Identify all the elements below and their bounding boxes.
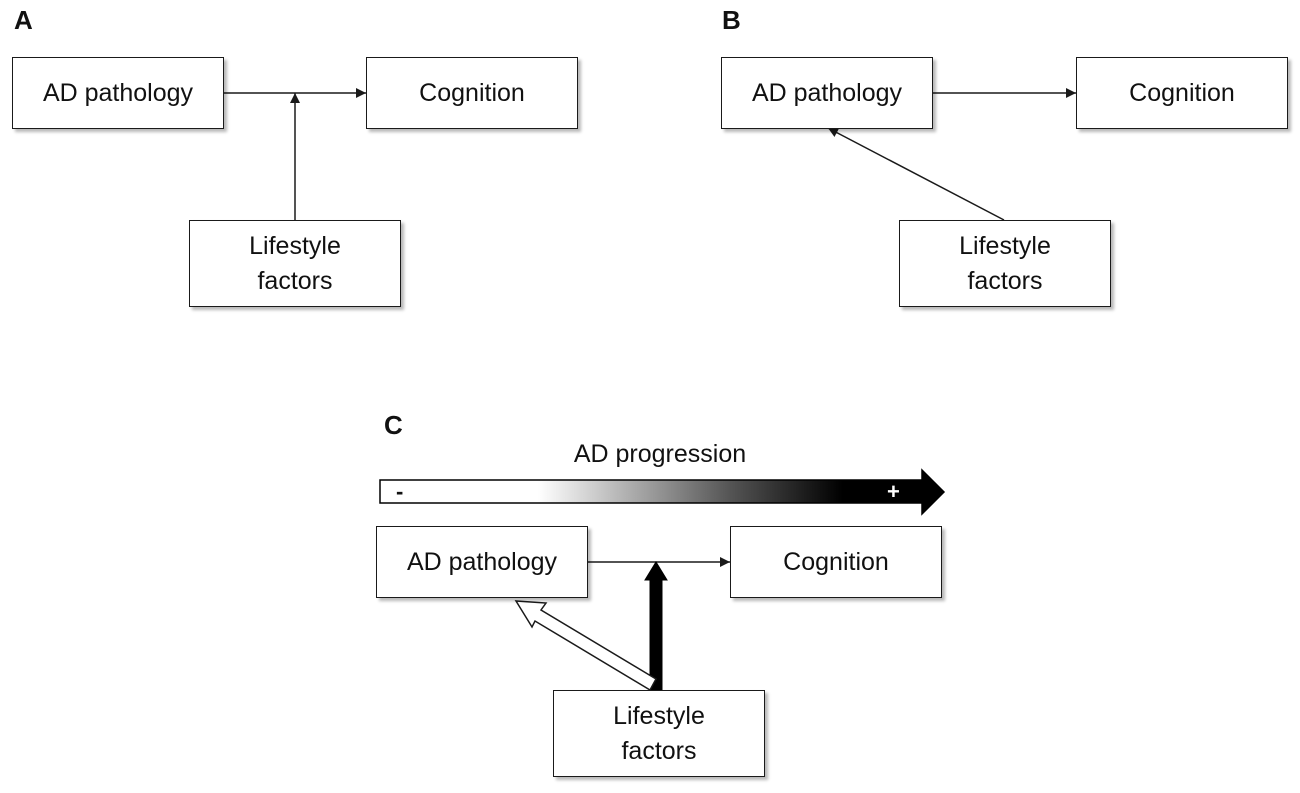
c-ad-pathology-label: AD pathology [406, 547, 558, 576]
a-lifestyle-factors-label: Lifestyle factors [249, 231, 341, 295]
c-lifestyle-factors-box: Lifestyle factors [553, 690, 765, 777]
a-cognition-label: Cognition [419, 78, 525, 107]
a-lifestyle-factors-box: Lifestyle factors [189, 220, 401, 307]
c-progression-label: AD progression [573, 440, 747, 468]
c-cognition-label: Cognition [783, 547, 889, 576]
c-lifestyle-factors-label: Lifestyle factors [613, 701, 705, 765]
b-ad-pathology-box: AD pathology [721, 57, 933, 129]
c-progression-minus: - [396, 479, 404, 504]
panel-b-label: B [722, 5, 741, 35]
b-ad-pathology-label: AD pathology [751, 78, 903, 107]
panel-a-label: A [14, 5, 33, 35]
b-cognition-box: Cognition [1076, 57, 1288, 129]
a-ad-pathology-label: AD pathology [42, 78, 194, 107]
a-cognition-box: Cognition [366, 57, 578, 129]
c-progression-arrow [379, 468, 946, 516]
b-cognition-label: Cognition [1129, 78, 1235, 107]
b-lifestyle-to-pathology-arrow [827, 127, 1005, 221]
a-ad-pathology-box: AD pathology [12, 57, 224, 129]
b-lifestyle-factors-box: Lifestyle factors [899, 220, 1111, 307]
b-lifestyle-factors-label: Lifestyle factors [959, 231, 1051, 295]
panel-c-label: C [384, 410, 403, 440]
c-lifestyle-to-pathology-hollow-arrow [514, 600, 658, 692]
c-lifestyle-moderation-thick-arrow [644, 561, 668, 691]
c-progression-plus: + [887, 479, 900, 504]
c-ad-pathology-box: AD pathology [376, 526, 588, 598]
c-cognition-box: Cognition [730, 526, 942, 598]
